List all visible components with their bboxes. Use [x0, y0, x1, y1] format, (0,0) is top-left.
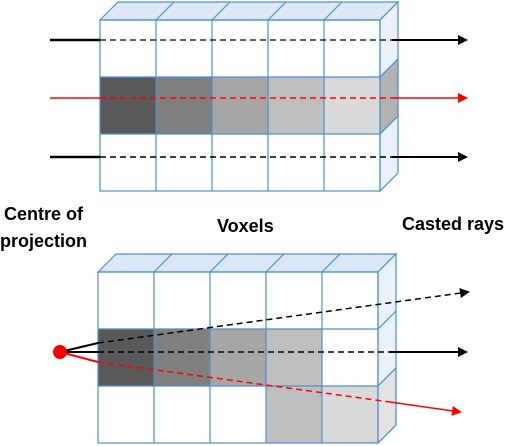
centre-of-projection-point: [53, 345, 67, 359]
casted-rays-label: Casted rays: [402, 214, 504, 234]
bottom-voxel-r2c4: [266, 329, 322, 386]
bottom-rays: [53, 288, 470, 416]
bottom-ray-upper-dashed: [97, 288, 470, 344]
bottom-grid-front-face: [97, 271, 379, 444]
voxels-label: Voxels: [217, 216, 274, 236]
top-rays: [50, 35, 468, 162]
top-grid-front-face: [99, 19, 381, 192]
bottom-voxel-grid: [96, 252, 398, 445]
centre-of-projection-label-line1: Centre of: [4, 204, 84, 224]
top-voxel-r2c2: [156, 77, 212, 134]
top-grid-top-face: [98, 1, 400, 21]
bottom-grid-top-face: [96, 253, 398, 273]
bottom-voxel-r3c4: [266, 386, 322, 443]
bottom-voxel-r2c1: [98, 329, 154, 386]
top-voxel-r2c4: [268, 77, 324, 134]
bottom-voxel-r2c2: [154, 329, 210, 386]
top-voxel-r2c3: [212, 77, 268, 134]
bottom-ray-lower-exit: [389, 401, 462, 416]
top-voxel-r2c5: [324, 77, 380, 134]
bottom-voxel-r2c3: [210, 329, 266, 386]
bottom-voxel-r3c5: [322, 386, 378, 443]
centre-of-projection-label-line2: projection: [0, 231, 87, 251]
top-voxel-r2c1: [100, 77, 156, 134]
bottom-ray-lower-dashed: [97, 361, 391, 403]
top-voxel-grid: [98, 0, 400, 193]
